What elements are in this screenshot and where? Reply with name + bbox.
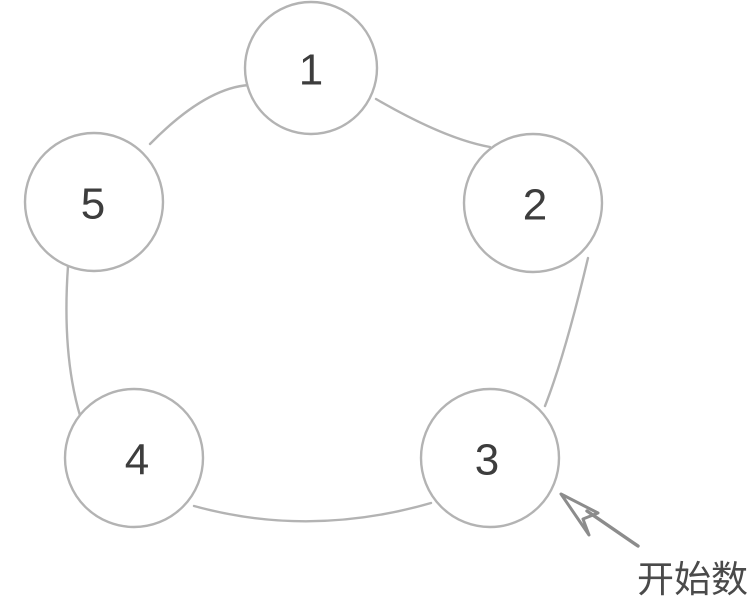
annotation-arrow-head-icon — [559, 492, 600, 537]
node-3[interactable]: 3 — [419, 387, 561, 529]
start-count-label: 开始数 — [637, 558, 748, 601]
node-5-label: 5 — [81, 180, 105, 229]
node-1-label: 1 — [299, 46, 323, 95]
node-4-circle[interactable] — [63, 387, 205, 529]
node-2-label: 2 — [523, 181, 547, 230]
node-group: 1 2 3 4 5 — [23, 0, 604, 529]
annotation-arrow-shaft — [585, 509, 640, 548]
node-1-circle[interactable] — [243, 0, 379, 136]
node-5-circle[interactable] — [23, 131, 165, 273]
edge-group — [65, 83, 590, 523]
node-3-label: 3 — [475, 436, 499, 485]
node-1[interactable]: 1 — [243, 0, 379, 136]
annotation-arrow — [559, 492, 640, 548]
node-2-circle[interactable] — [462, 132, 604, 274]
node-2[interactable]: 2 — [462, 132, 604, 274]
node-4-label: 4 — [125, 436, 149, 485]
edge-node2-node3 — [543, 256, 590, 408]
node-5[interactable]: 5 — [23, 131, 165, 273]
node-4[interactable]: 4 — [63, 387, 205, 529]
edge-node5-node1 — [148, 83, 251, 146]
node-3-circle[interactable] — [419, 387, 561, 529]
edge-node3-node4 — [192, 501, 433, 523]
edge-node1-node2 — [374, 97, 492, 149]
